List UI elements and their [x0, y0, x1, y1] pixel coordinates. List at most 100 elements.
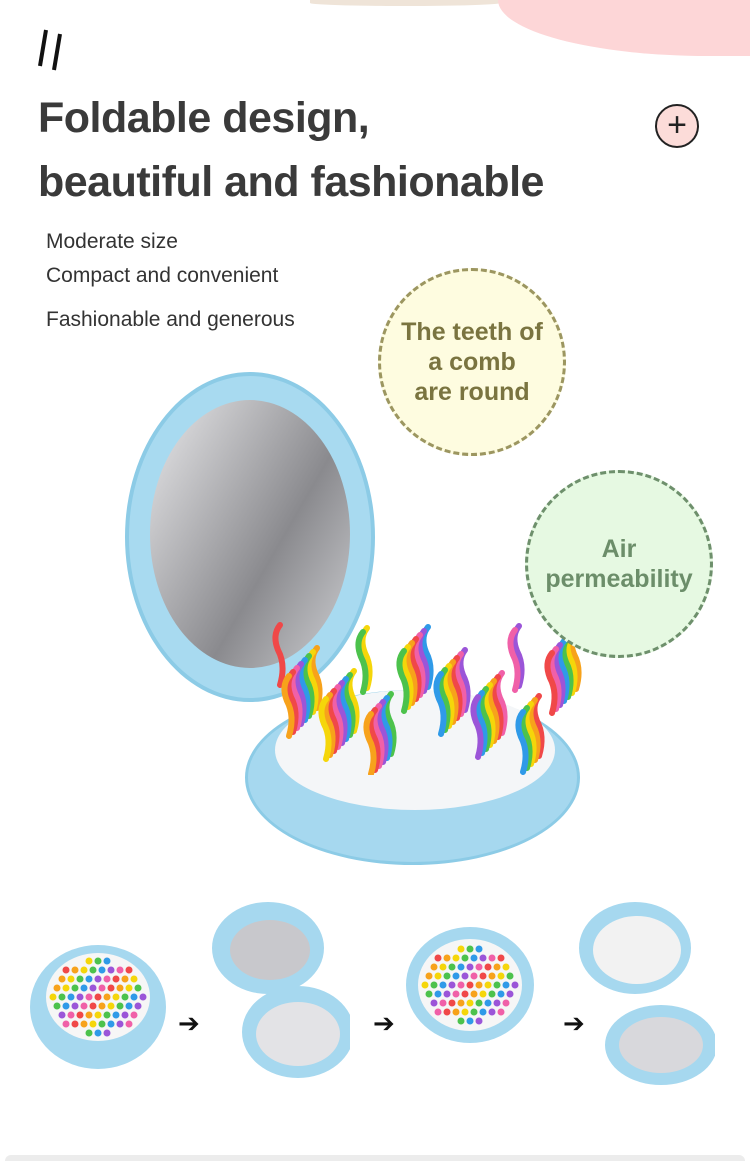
brush-dot [76, 993, 84, 1001]
brush-dot [493, 999, 501, 1007]
brush-dot [53, 1002, 61, 1010]
brush-dot [466, 963, 474, 971]
brush-dot [134, 1002, 142, 1010]
brush-dot [125, 1020, 133, 1028]
step-2-open-image [212, 902, 350, 1078]
double-slash-icon [38, 29, 62, 71]
brush-dot [439, 981, 447, 989]
brush-dot [470, 954, 478, 962]
brush-dot [89, 966, 97, 974]
brush-dot [430, 963, 438, 971]
brush-dot [85, 1029, 93, 1037]
brush-dot [488, 1008, 496, 1016]
brush-dot [116, 1020, 124, 1028]
brush-dot [479, 972, 487, 980]
brush-dot [466, 981, 474, 989]
brush-dot [130, 993, 138, 1001]
brush-dot [493, 963, 501, 971]
brush-dot [62, 966, 70, 974]
brush-dot [112, 993, 120, 1001]
brush-dot [443, 990, 451, 998]
brush-dot [85, 975, 93, 983]
brush-dot [121, 993, 129, 1001]
brush-dot [488, 990, 496, 998]
callout-text: a comb [428, 348, 516, 376]
brush-dot [139, 993, 147, 1001]
step-1-closed-image [30, 945, 166, 1069]
bristle [396, 648, 410, 714]
step-3-flip-image [406, 927, 534, 1043]
brush-dot [49, 993, 57, 1001]
brush-dot [116, 984, 124, 992]
brush-dot [94, 993, 102, 1001]
brush-dot [62, 1002, 70, 1010]
brush-dot [103, 1029, 111, 1037]
brush-dot [461, 1008, 469, 1016]
brush-dot [497, 954, 505, 962]
brush-dot [71, 984, 79, 992]
brush-dot [80, 984, 88, 992]
brush-dot [85, 957, 93, 965]
bristle [272, 622, 286, 688]
bristle [515, 709, 529, 775]
brush-dot [511, 981, 519, 989]
brush-dot [98, 984, 106, 992]
brush-dot [107, 984, 115, 992]
brush-dot [62, 984, 70, 992]
brush-dot [67, 975, 75, 983]
brush-dot [484, 981, 492, 989]
title-line: Foldable design, [38, 94, 370, 142]
brush-dot [80, 966, 88, 974]
brush-dot [457, 945, 465, 953]
brush-dot [493, 981, 501, 989]
brush-dot [107, 966, 115, 974]
brush-dot [71, 966, 79, 974]
brush-dot [475, 1017, 483, 1025]
brush-dot [439, 963, 447, 971]
brush-dot [103, 1011, 111, 1019]
arrow-right-icon: ➔ [563, 1008, 585, 1038]
brush-dot [98, 1002, 106, 1010]
brush-dot [488, 972, 496, 980]
callout-text: permeability [545, 565, 693, 593]
brush-dot [466, 1017, 474, 1025]
bristle [470, 694, 484, 760]
brush-dot [85, 993, 93, 1001]
brush-dot [58, 993, 66, 1001]
brush-dot [461, 954, 469, 962]
brush-dot [98, 1020, 106, 1028]
bristle [355, 629, 369, 695]
product-mirror [150, 400, 350, 668]
brush-dot [475, 999, 483, 1007]
brush-dot [475, 963, 483, 971]
callout-text: Air [601, 535, 637, 563]
brush-dot [80, 1002, 88, 1010]
brush-dot [103, 975, 111, 983]
brush-dot [94, 957, 102, 965]
product-bristles [272, 622, 582, 775]
bristle [318, 696, 332, 762]
feature-text: Compact and convenient [46, 264, 279, 287]
brush-dot [434, 954, 442, 962]
brush-dot [112, 1011, 120, 1019]
brush-dot [502, 981, 510, 989]
brush-dot [130, 975, 138, 983]
brush-dot [452, 954, 460, 962]
bristle [507, 627, 521, 693]
brush-dot [94, 975, 102, 983]
brush-dot [425, 972, 433, 980]
brush-dot [434, 972, 442, 980]
brush-dot [85, 1011, 93, 1019]
brush-dot [443, 972, 451, 980]
brush-dot [466, 945, 474, 953]
title-line: beautiful and fashionable [38, 158, 544, 206]
brush-dot [443, 954, 451, 962]
brush-dot [98, 966, 106, 974]
brush-dot [130, 1011, 138, 1019]
brush-dot [502, 963, 510, 971]
brush-dot [448, 981, 456, 989]
brush-dot [76, 1011, 84, 1019]
plus-circle-icon[interactable]: + [655, 104, 699, 148]
brush-dot [448, 963, 456, 971]
